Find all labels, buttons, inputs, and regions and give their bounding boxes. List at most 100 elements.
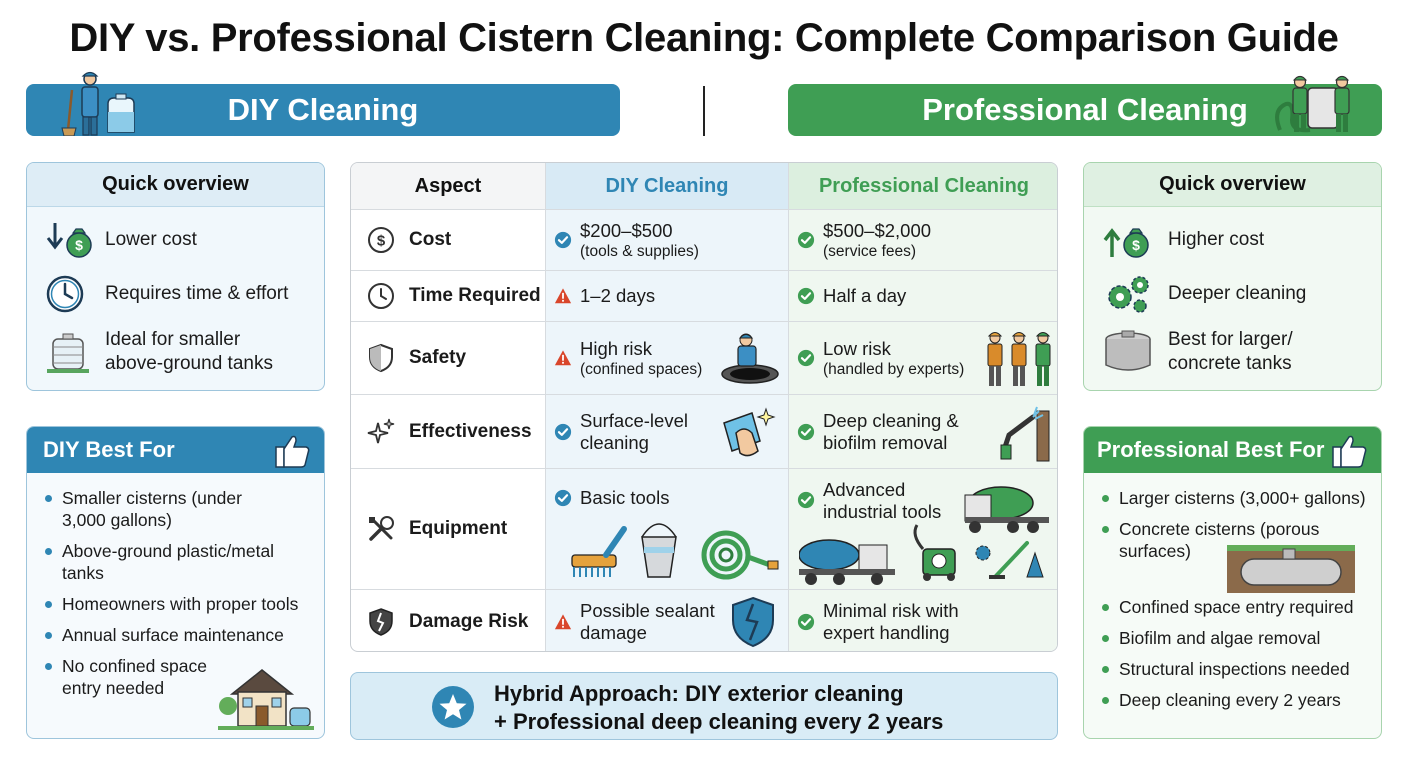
pro-best-for-heading: Professional Best For: [1097, 437, 1325, 462]
pro-overview-text-line1: Best for larger/: [1168, 329, 1293, 350]
pro-overview-text: Deeper cleaning: [1168, 283, 1307, 304]
list-item: Deep cleaning every 2 years: [1100, 689, 1371, 711]
cracked-shield-icon: [369, 607, 393, 636]
professional-team-icon: [987, 332, 1051, 386]
diy-overview-text: Requires time & effort: [105, 283, 289, 304]
cell-text-line2: cleaning: [580, 431, 649, 453]
list-item-line1: Larger cisterns (3,000+ gallons): [1119, 488, 1366, 508]
pro-workers-icon: [1275, 75, 1350, 133]
cell-text-line1: Advanced: [823, 479, 906, 500]
pro-overview-item: Best for larger/ concrete tanks: [1084, 321, 1381, 383]
cell-subtext: (confined spaces): [580, 360, 703, 378]
page-title: DIY vs. Professional Cistern Cleaning: C…: [69, 16, 1339, 60]
diy-overview-text-line2: above-ground tanks: [105, 353, 273, 374]
cell-text-line1: Minimal risk with: [823, 599, 959, 621]
diy-cell: High risk(confined spaces): [546, 322, 789, 394]
vacuum-truck-icon: [799, 539, 895, 585]
pro-banner: Professional Cleaning: [788, 75, 1382, 136]
diy-worker-icon: [61, 71, 135, 136]
star-icon: [432, 686, 474, 728]
cell-text-line1: Deep cleaning &: [823, 409, 959, 431]
aspect-cell: $ Cost: [351, 210, 546, 270]
diy-overview-text: Lower cost: [105, 229, 197, 250]
check-icon: [797, 613, 815, 631]
table-row: Time Required 1–2 days Half a day: [351, 270, 1057, 321]
table-row: Safety High risk(confined spaces) Low ri…: [351, 321, 1057, 394]
aspect-cell: Safety: [351, 322, 546, 394]
diy-overview-text-multiline: Ideal for smaller above-ground tanks: [101, 328, 273, 376]
hybrid-approach-callout: Hybrid Approach: DIY exterior cleaning +…: [350, 672, 1058, 740]
clock-icon: [368, 283, 394, 309]
cell-text: Basic tools: [580, 487, 670, 508]
gears-icon: [1108, 276, 1149, 313]
cell-text: Half a day: [823, 285, 907, 306]
comparison-table: Aspect DIY Cleaning Professional Cleanin…: [350, 162, 1058, 652]
aspect-cell: Equipment: [351, 469, 546, 589]
cell-text: 1–2 days: [580, 285, 656, 306]
table-header-aspect: Aspect: [351, 163, 546, 209]
diy-banner: DIY Cleaning: [26, 71, 620, 136]
list-item: Larger cisterns (3,000+ gallons): [1100, 487, 1371, 509]
aspect-label: Time Required: [409, 285, 541, 306]
aspect-label: Equipment: [409, 518, 508, 539]
table-row: Equipment Basic tools: [351, 468, 1057, 589]
pro-cell: Half a day: [789, 271, 1057, 321]
diy-overview-heading: Quick overview: [27, 163, 324, 207]
cleaning-cloth-icon: [723, 407, 776, 457]
list-item-line1: Annual surface maintenance: [62, 625, 284, 645]
diy-best-for-heading: DIY Best For: [43, 437, 175, 462]
cell-text-line1: Possible sealant: [580, 599, 715, 621]
diy-cell: 1–2 days: [546, 271, 789, 321]
underground-tank-icon: [1227, 545, 1355, 593]
svg-text:$: $: [75, 237, 83, 253]
pro-best-for-list: Larger cisterns (3,000+ gallons) Concret…: [1084, 473, 1381, 711]
diy-cell: Basic tools: [546, 469, 789, 589]
scrub-brush-icon: [571, 526, 627, 577]
hose-icon: [701, 530, 779, 580]
pro-overview-card: Quick overview $ Higher cost Deeper clea…: [1083, 162, 1382, 391]
house-icon: [218, 669, 314, 730]
check-icon: [554, 423, 572, 441]
list-item-line1: Concrete cisterns (porous: [1119, 519, 1320, 539]
sparkle-icon: [367, 418, 395, 443]
tanker-truck-icon: [964, 486, 1049, 533]
diy-overview-text-line1: Ideal for smaller: [105, 329, 241, 350]
diy-overview-item: Requires time & effort: [27, 267, 324, 321]
thumbs-up-icon: [275, 435, 310, 468]
cell-subtext: (handled by experts): [823, 360, 965, 378]
clock-icon: [46, 275, 84, 313]
cell-text-line2: industrial tools: [823, 501, 942, 522]
list-item-line1: No confined space: [62, 656, 207, 676]
cracked-shield-blue-icon: [732, 596, 774, 648]
pro-overview-item: $ Higher cost: [1084, 213, 1381, 267]
list-item-line1: Deep cleaning every 2 years: [1119, 690, 1341, 710]
cell-text-line2: biofilm removal: [823, 431, 948, 453]
check-icon: [554, 489, 572, 507]
svg-text:$: $: [377, 233, 386, 250]
list-item-line1: Structural inspections needed: [1119, 659, 1350, 679]
pro-overview-text-multiline: Best for larger/ concrete tanks: [1164, 328, 1293, 376]
warning-icon: [554, 287, 572, 305]
list-item: Homeowners with proper tools: [43, 593, 314, 615]
diy-best-for-header: DIY Best For: [27, 427, 324, 473]
list-item-line2: surfaces): [1119, 541, 1191, 561]
table-header-diy: DIY Cleaning: [546, 163, 789, 209]
list-item: Annual surface maintenance: [43, 624, 314, 646]
cell-subtext: (service fees): [823, 242, 917, 260]
confined-space-icon: [721, 333, 779, 384]
aspect-cell: Effectiveness: [351, 395, 546, 468]
pro-best-for-header: Professional Best For: [1084, 427, 1381, 473]
svg-text:$: $: [1132, 237, 1140, 253]
up-arrow-money-bag-icon: $: [1103, 228, 1149, 258]
cell-text: $200–$500: [580, 219, 673, 241]
basic-tools-icon: [571, 523, 779, 580]
